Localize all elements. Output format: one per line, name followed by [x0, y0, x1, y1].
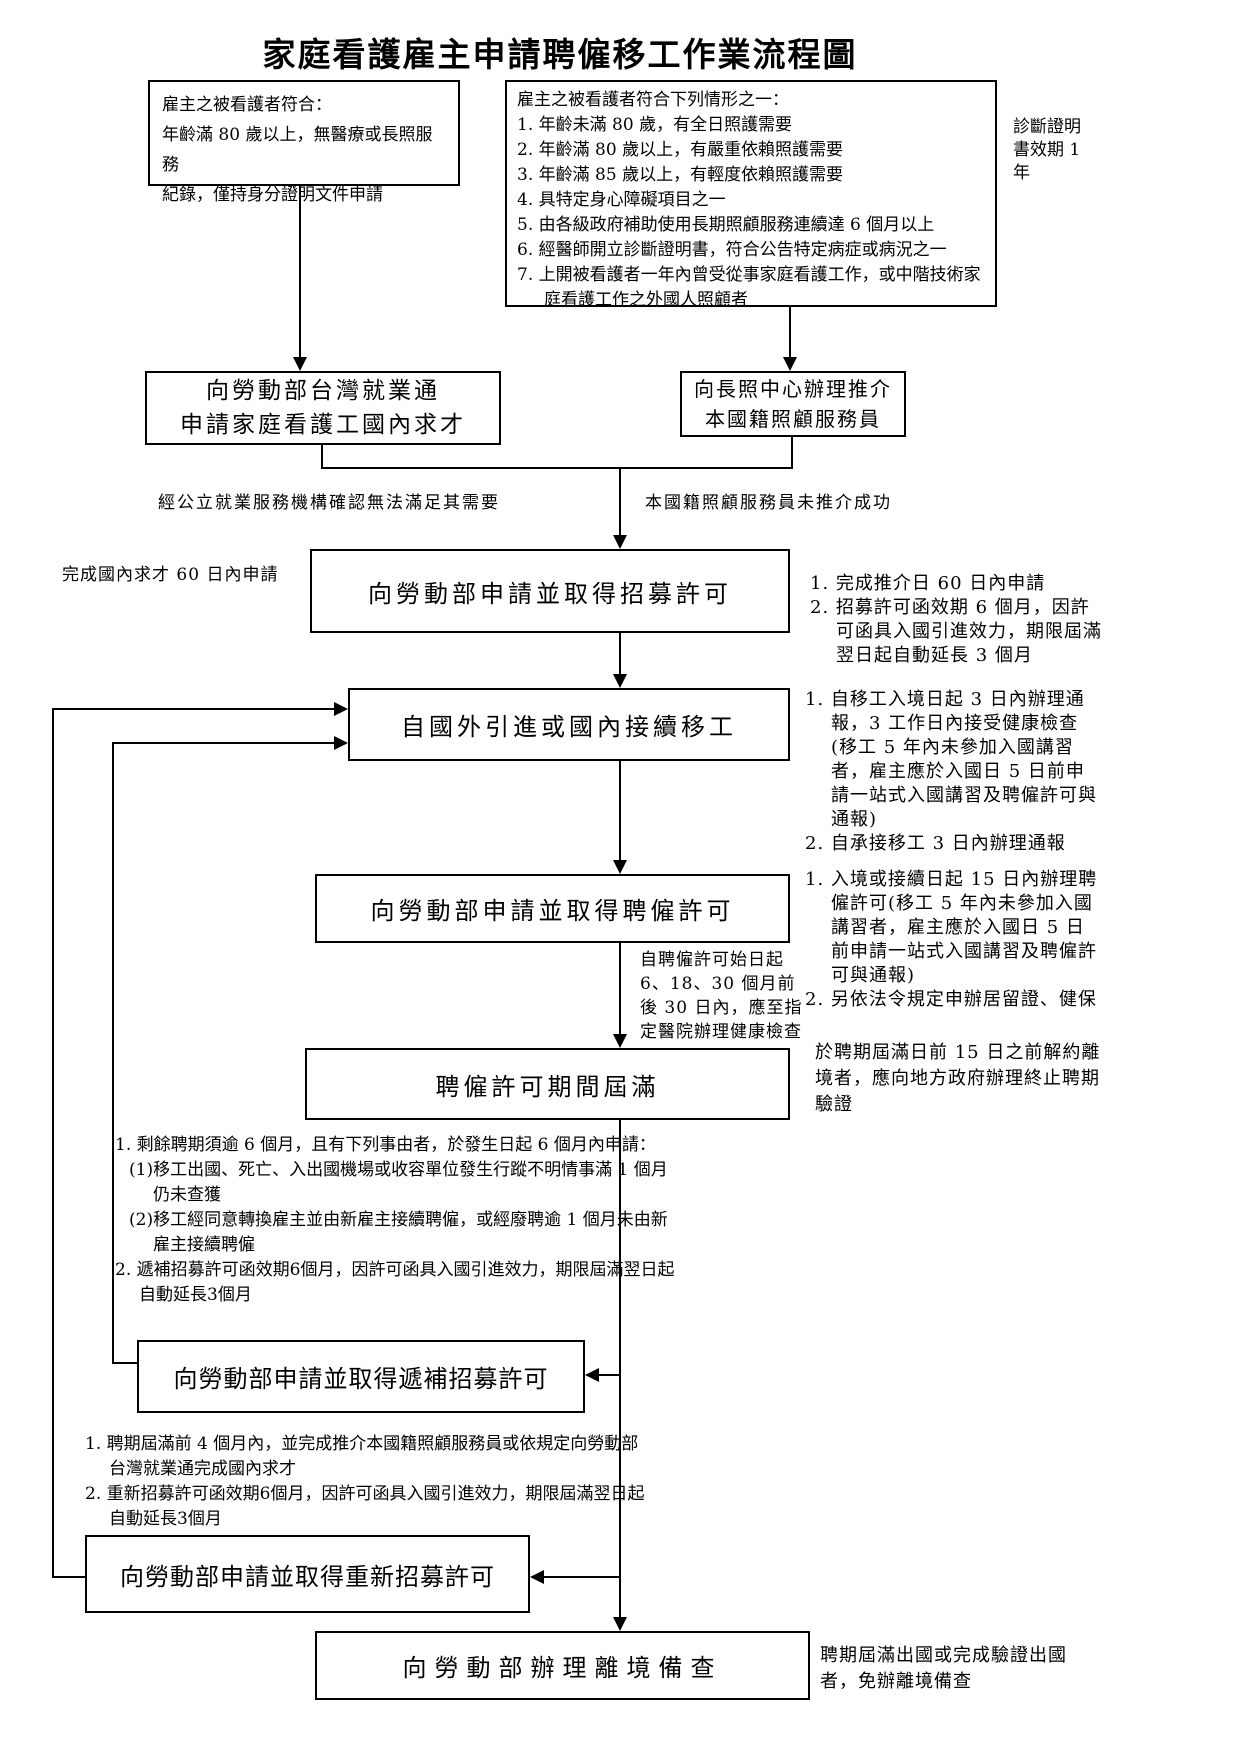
note-item: 1. 自移工入境日起 3 日內辦理通報，3 工作日內接受健康檢查(移工 5 年內… — [805, 689, 1097, 830]
condition-item: 2. 年齡滿 80 歲以上，有嚴重依賴照護需要 — [517, 140, 844, 160]
connector-line — [619, 467, 621, 535]
arrowhead-down — [613, 1617, 627, 1631]
label-within-60-days: 完成國內求才 60 日內申請 — [62, 565, 279, 585]
connector-line — [619, 761, 621, 860]
box-text-line: 向勞動部台灣就業通 — [206, 378, 440, 404]
connector-line — [619, 1120, 621, 1617]
arrowhead-down — [613, 860, 627, 874]
box-caretaker-condition-list: 雇主之被看護者符合下列情形之一： 1. 年齡未滿 80 歲，有全日照護需要 2.… — [505, 80, 997, 310]
box-ltc-referral-label: 向長照中心辦理推介 本國籍照顧服務員 — [694, 374, 892, 434]
arrowhead-down — [613, 535, 627, 549]
connector-line — [619, 633, 621, 674]
condition-line: 紀錄，僅持身分證明文件申請 — [162, 185, 383, 205]
connector-line — [544, 1576, 620, 1578]
note-item: 1. 完成推介日 60 日內申請 — [810, 573, 1046, 594]
box-text-line: 申請家庭看護工國內求才 — [180, 412, 466, 438]
note-item: 2. 另依法令規定申辦居留證、健保 — [805, 989, 1097, 1010]
connector-line — [321, 467, 793, 469]
connector-line — [619, 943, 621, 1034]
label-public-employment-check: 經公立就業服務機構確認無法滿足其需要 — [158, 493, 500, 513]
connector-line — [52, 1576, 85, 1578]
box-domestic-recruitment: 向勞動部台灣就業通 申請家庭看護工國內求才 — [145, 371, 501, 445]
condition-item: 6. 經醫師開立診斷證明書，符合公告特定病症或病況之一 — [517, 240, 947, 260]
note-item: 2. 遞補招募許可函效期6個月，因許可函具入國引進效力，期限屆滿翌日起自動延長3… — [115, 1260, 675, 1305]
condition-line: 年齡滿 80 歲以上，無醫療或長照服務 — [162, 125, 433, 175]
box-text-line: 本國籍照顧服務員 — [705, 407, 881, 431]
box-departure-report: 向勞動部辦理離境備查 — [315, 1631, 810, 1700]
note-permit-expiry: 於聘期屆滿日前 15 日之前解約離境者，應向地方政府辦理終止聘期驗證 — [815, 1042, 1101, 1115]
box-domestic-recruitment-label: 向勞動部台灣就業通 申請家庭看護工國內求才 — [180, 374, 466, 442]
note-replacement-conditions: 1. 剩餘聘期須逾 6 個月，且有下列事由者，於發生日起 6 個月內申請： (1… — [115, 1133, 677, 1308]
connector-line — [112, 1362, 137, 1364]
note-rerecruitment-conditions: 1. 聘期屆滿前 4 個月內，並完成推介本國籍照顧服務員或依規定向勞動部台灣就業… — [85, 1432, 647, 1532]
arrowhead-right — [334, 736, 348, 750]
box-text-line: 向長照中心辦理推介 — [694, 377, 892, 401]
connector-line — [52, 708, 334, 710]
box-worker-entry: 自國外引進或國內接續移工 — [348, 688, 790, 761]
note-departure-report: 聘期屆滿出國或完成驗證出國者，免辦離境備查 — [820, 1645, 1067, 1692]
connector-line — [299, 186, 301, 357]
box-recruitment-permit: 向勞動部申請並取得招募許可 — [310, 549, 790, 633]
connector-line — [599, 1374, 620, 1376]
connector-line — [112, 742, 114, 1364]
note-diagnosis-validity: 診斷證明書效期 1 年 — [1013, 117, 1081, 183]
note-item: 2. 自承接移工 3 日內辦理通報 — [805, 833, 1066, 854]
arrowhead-left — [585, 1368, 599, 1382]
box-caretaker-condition-simple: 雇主之被看護者符合： 年齡滿 80 歲以上，無醫療或長照服務 紀錄，僅持身分證明… — [148, 80, 460, 205]
note-item: 1. 入境或接續日起 15 日內辦理聘僱許可(移工 5 年內未參加入國講習者，雇… — [805, 869, 1098, 986]
box-permit-expiry: 聘僱許可期間屆滿 — [305, 1048, 790, 1120]
arrowhead-down — [613, 1034, 627, 1048]
connector-line — [321, 445, 323, 469]
arrowhead-right — [334, 702, 348, 716]
condition-item: 4. 具特定身心障礙項目之一 — [517, 190, 726, 210]
page-title: 家庭看護雇主申請聘僱移工作業流程圖 — [262, 35, 858, 74]
connector-line — [52, 708, 54, 1578]
condition-item: 3. 年齡滿 85 歲以上，有輕度依賴照護需要 — [517, 165, 844, 185]
box-replacement-recruitment: 向勞動部申請並取得遞補招募許可 — [137, 1340, 585, 1413]
arrowhead-left — [530, 1570, 544, 1584]
condition-item: 5. 由各級政府補助使用長期照顧服務連續達 6 個月以上 — [517, 215, 935, 235]
note-item: (2)移工經同意轉換雇主並由新雇主接續聘僱，或經廢聘逾 1 個月未由新雇主接續聘… — [129, 1210, 668, 1255]
condition-heading: 雇主之被看護者符合下列情形之一： — [517, 90, 789, 110]
note-item: 2. 招募許可函效期 6 個月，因許可函具入國引進效力，期限屆滿翌日起自動延長 … — [810, 597, 1102, 666]
note-item: (1)移工出國、死亡、入出國機場或收容單位發生行蹤不明情事滿 1 個月仍未查獲 — [129, 1160, 668, 1205]
condition-item: 1. 年齡未滿 80 歲，有全日照護需要 — [517, 115, 793, 135]
arrowhead-down — [293, 357, 307, 371]
note-item: 1. 聘期屆滿前 4 個月內，並完成推介本國籍照顧服務員或依規定向勞動部台灣就業… — [85, 1434, 639, 1479]
note-item: 1. 剩餘聘期須逾 6 個月，且有下列事由者，於發生日起 6 個月內申請： — [115, 1135, 656, 1155]
label-no-referral-success: 本國籍照顧服務員未推介成功 — [645, 493, 892, 513]
connector-line — [789, 307, 791, 357]
connector-line — [112, 742, 334, 744]
label-health-check: 自聘僱許可始日起 6、18、30 個月前後 30 日內，應至指定醫院辦理健康檢查 — [640, 950, 803, 1042]
note-recruitment-permit: 1. 完成推介日 60 日內申請 2. 招募許可函效期 6 個月，因許可函具入國… — [810, 572, 1102, 668]
box-ltc-referral: 向長照中心辦理推介 本國籍照顧服務員 — [680, 371, 906, 437]
note-item: 2. 重新招募許可函效期6個月，因許可函具入國引進效力，期限屆滿翌日起自動延長3… — [85, 1484, 645, 1529]
note-employment-permit: 1. 入境或接續日起 15 日內辦理聘僱許可(移工 5 年內未參加入國講習者，雇… — [805, 868, 1102, 1012]
condition-item: 7. 上開被看護者一年內曾受從事家庭看護工作，或中階技術家庭看護工作之外國人照顧… — [517, 265, 981, 310]
connector-line — [791, 437, 793, 469]
condition-line: 雇主之被看護者符合： — [162, 95, 332, 115]
arrowhead-down — [613, 674, 627, 688]
arrowhead-down — [783, 357, 797, 371]
box-employment-permit: 向勞動部申請並取得聘僱許可 — [315, 874, 790, 943]
note-worker-entry: 1. 自移工入境日起 3 日內辦理通報，3 工作日內接受健康檢查(移工 5 年內… — [805, 688, 1102, 856]
box-rerecruitment: 向勞動部申請並取得重新招募許可 — [85, 1535, 530, 1613]
